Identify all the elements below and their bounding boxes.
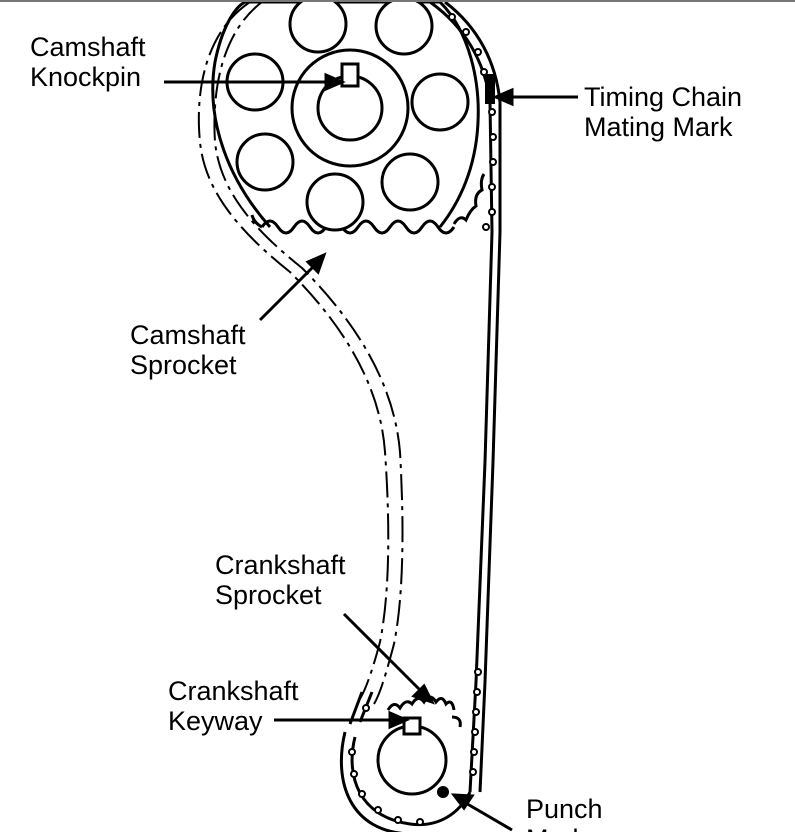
crankshaft-keyway-label: Crankshaft Keyway [168, 676, 299, 736]
crankshaft-sprocket-line-1: Crankshaft [215, 550, 346, 580]
crankshaft-sprocket-leader [342, 612, 424, 694]
crankshaft-chain-pins [348, 704, 424, 826]
crankshaft-keyway-line-2: Keyway [168, 706, 263, 736]
camshaft-sprocket-line-2: Sprocket [130, 350, 237, 380]
timing-chain-mating-mark-line-1: Timing Chain [584, 82, 743, 112]
camshaft-sprocket-leader [258, 262, 318, 322]
camshaft-sprocket-rim [211, 2, 480, 228]
leader-arrows [164, 72, 578, 832]
crankshaft-sprocket-teeth [386, 695, 462, 728]
crankshaft-sprocket-label: Crankshaft Sprocket [215, 550, 346, 610]
crankshaft-keyway-line-1: Crankshaft [168, 676, 299, 706]
timing-chain-mating-mark-line-2: Mating Mark [584, 112, 733, 142]
camshaft-knockpin-shape [340, 62, 360, 88]
timing-chain-mating-mark-label: Timing Chain Mating Mark [584, 82, 742, 142]
punch-mark-shape [437, 786, 449, 798]
crankshaft-keyway-shape [402, 716, 422, 736]
camshaft-knockpin-line-2: Knockpin [30, 62, 142, 92]
timing-chain-mating-mark-shape [485, 74, 495, 104]
punch-mark-line-2: Mark [526, 824, 603, 832]
punch-mark-label: Punch Mark [526, 794, 603, 832]
punch-mark-line-1: Punch [526, 794, 603, 824]
punch-mark-leader [463, 800, 513, 832]
camshaft-sprocket-teeth [250, 173, 486, 235]
camshaft-knockpin-line-1: Camshaft [30, 32, 146, 62]
camshaft-sprocket-label: Camshaft Sprocket [130, 320, 246, 380]
crankshaft-sprocket-line-2: Sprocket [215, 580, 322, 610]
camshaft-knockpin-label: Camshaft Knockpin [30, 32, 146, 92]
crankshaft-sprocket [339, 691, 472, 832]
camshaft-sprocket-line-1: Camshaft [130, 320, 246, 350]
crankshaft-bore [376, 724, 448, 796]
timing-chain-taut-side [429, 2, 502, 793]
camshaft-sprocket [211, 2, 486, 235]
chain-slack-side-outline-outer [197, 2, 390, 703]
